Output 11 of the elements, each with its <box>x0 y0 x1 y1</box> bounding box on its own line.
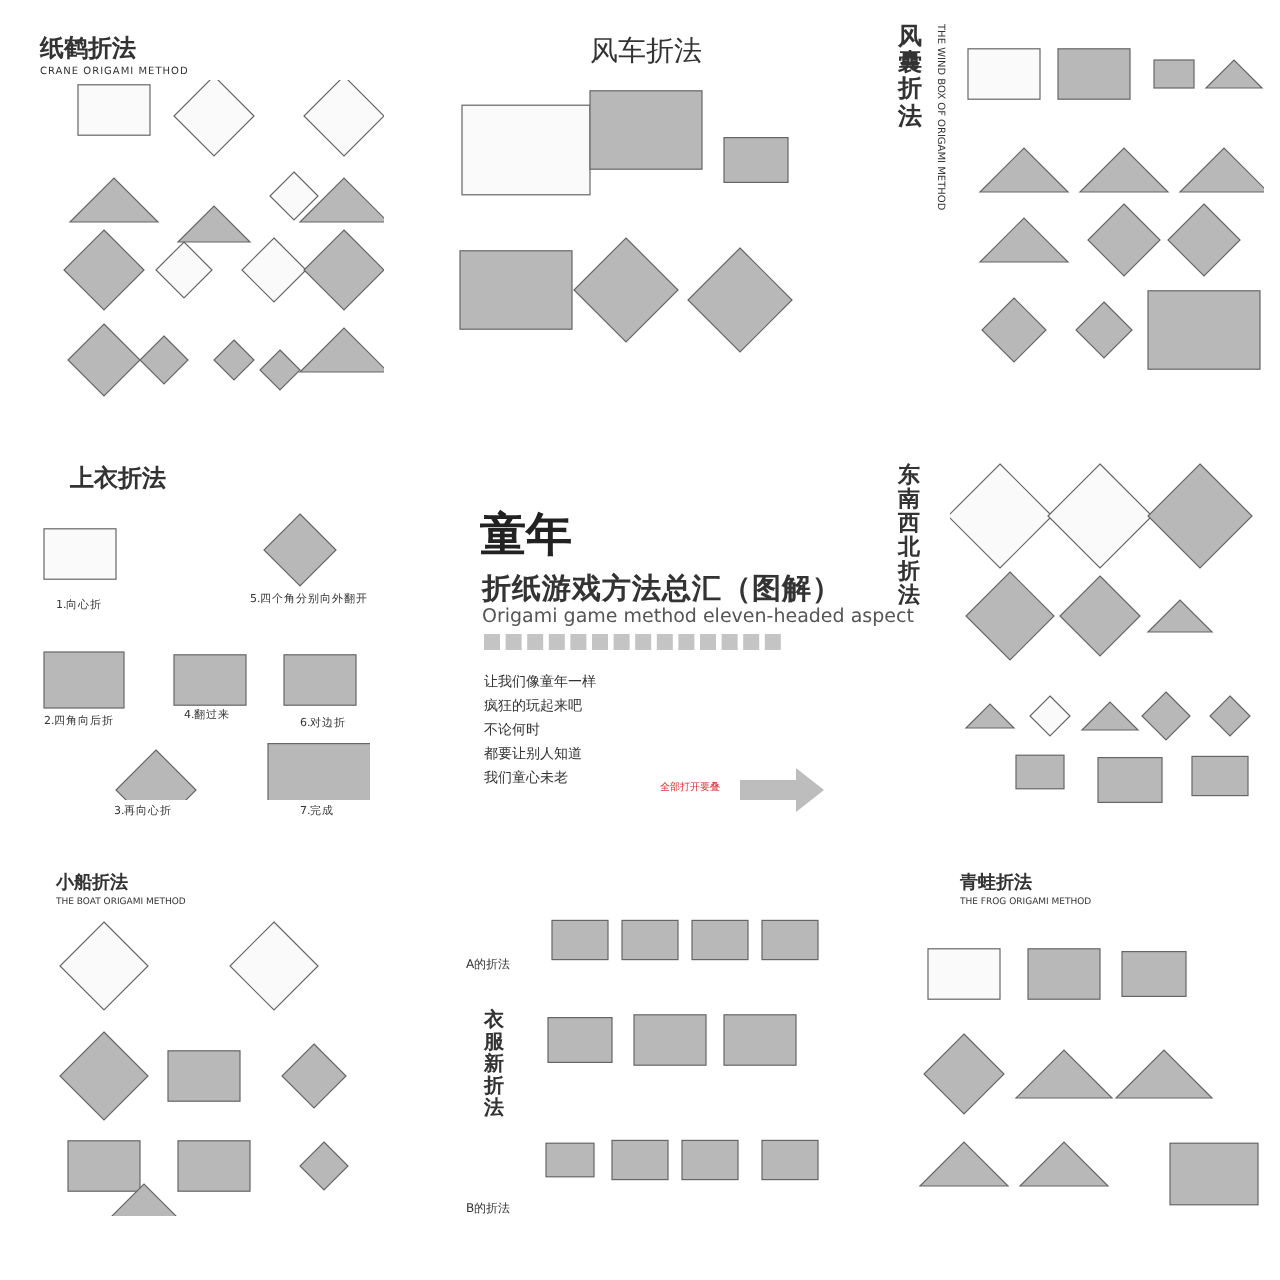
section-label: 衣服新折法 <box>484 1010 505 1120</box>
english-subtitle: Origami game method eleven-headed aspect <box>482 608 914 630</box>
panel-title: 风车折法 <box>590 36 702 69</box>
main-title: 童年 <box>480 510 572 563</box>
panel-title: 风囊折法 <box>898 24 924 130</box>
panel-title: 青蛙折法 <box>960 874 1032 895</box>
subtitle: 折纸游戏方法总汇（图解） <box>482 574 842 607</box>
panel-title: 小船折法 <box>56 874 128 895</box>
panel-title: 上衣折法 <box>70 466 166 494</box>
panel-title: 纸鹤折法 <box>40 36 136 64</box>
panel-title: 东南西北折法 <box>898 464 922 609</box>
